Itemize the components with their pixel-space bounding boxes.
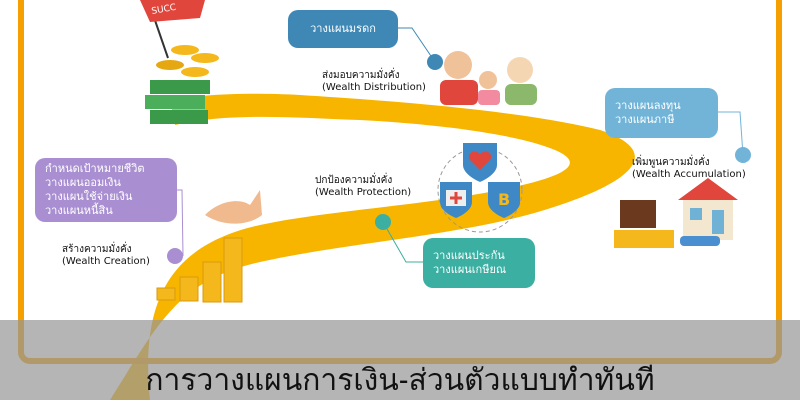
creation-box: กำหนดเป้าหมายชีวิต วางแผนออมเงิน วางแผนใ… [35, 158, 177, 222]
creation-item: วางแผนออมเงิน [45, 176, 121, 189]
caption-overlay [0, 320, 800, 400]
success-flag-icon: SUCC [140, 0, 205, 59]
hand-icon [205, 190, 262, 224]
family-icon [440, 51, 537, 105]
accumulation-box: วางแผนลงทุน วางแผนภาษี [605, 88, 718, 138]
medical-shield-icon [440, 182, 472, 218]
protection-dot [375, 214, 391, 230]
protection-label: ปกป้องความมั่งคั่ง(Wealth Protection) [315, 175, 412, 198]
accumulation-label: เพิ่มพูนความมั่งคั่ง(Wealth Accumulation… [632, 157, 746, 180]
house-treasure-icon [614, 178, 738, 248]
creation-item: วางแผนใช้จ่ายเงิน [45, 190, 133, 203]
accumulation-item: วางแผนลงทุน [615, 99, 681, 112]
coin-stacks-icon [156, 237, 243, 303]
distribution-dot [427, 54, 443, 70]
svg-text:SUCC: SUCC [151, 3, 177, 17]
protection-box: วางแผนประกัน วางแผนเกษียณ [423, 238, 535, 288]
accumulation-dot [735, 147, 751, 163]
creation-label: สร้างความมั่งคั่ง(Wealth Creation) [62, 244, 150, 267]
distribution-label: ส่งมอบความมั่งคั่ง(Wealth Distribution) [322, 70, 426, 93]
creation-item: กำหนดเป้าหมายชีวิต [45, 162, 145, 175]
distribution-box: วางแผนมรดก [288, 10, 398, 48]
distribution-item: วางแผนมรดก [310, 22, 376, 35]
heart-shield-icon [463, 143, 497, 182]
svg-text:B: B [498, 190, 510, 209]
connector-lines [177, 27, 744, 263]
bitcoin-shield-icon: B [488, 182, 520, 218]
protection-item: วางแผนประกัน [433, 249, 505, 262]
page-title: การวางแผนการเงิน-ส่วนตัวแบบทำทันที [145, 363, 655, 398]
road-path [110, 93, 635, 400]
protection-item: วางแผนเกษียณ [433, 263, 507, 276]
accumulation-item: วางแผนภาษี [615, 113, 675, 126]
creation-dot [167, 248, 183, 264]
creation-item: วางแผนหนี้สิน [45, 204, 113, 217]
money-stack-icon [145, 45, 219, 124]
